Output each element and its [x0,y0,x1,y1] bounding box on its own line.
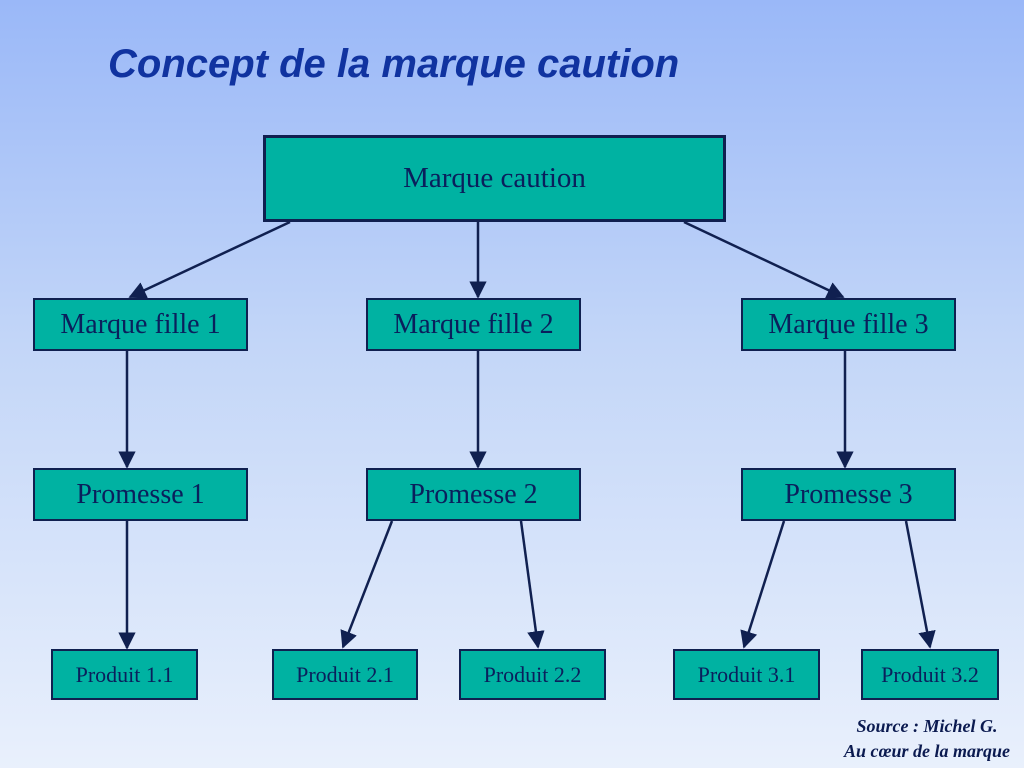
node-produit-2-1: Produit 2.1 [272,649,418,700]
node-promesse-1: Promesse 1 [33,468,248,521]
arrow-root-fille-3 [683,220,845,299]
node-marque-fille-2: Marque fille 2 [366,298,581,351]
node-produit-3-2: Produit 3.2 [861,649,999,700]
node-produit-1-1: Produit 1.1 [51,649,198,700]
node-produit-2-1-label: Produit 2.1 [296,661,394,687]
node-produit-2-2: Produit 2.2 [459,649,606,700]
node-produit-1-1-label: Produit 1.1 [75,661,174,687]
node-marque-fille-3: Marque fille 3 [741,298,956,351]
arrow-root-fille-1 [128,220,291,299]
arrow-promesse-2-produit-2-1 [340,520,394,649]
node-produit-3-1-label: Produit 3.1 [697,661,796,687]
node-promesse-3: Promesse 3 [741,468,956,521]
node-marque-fille-3-label: Marque fille 3 [768,308,929,340]
page-title: Concept de la marque caution [108,42,680,86]
source-line-book: Au cœur de la marque [843,741,1010,761]
node-marque-caution: Marque caution [263,135,726,222]
node-promesse-2: Promesse 2 [366,468,581,521]
arrow-promesse-3-produit-3-2 [904,520,936,649]
node-promesse-3-label: Promesse 3 [784,478,913,510]
arrow-promesse-2-produit-2-2 [519,520,545,649]
node-promesse-1-label: Promesse 1 [76,478,205,510]
node-produit-3-2-label: Produit 3.2 [881,661,979,687]
node-marque-fille-2-label: Marque fille 2 [393,308,554,340]
node-produit-2-2-label: Produit 2.2 [483,661,582,687]
arrow-promesse-3-produit-3-1 [740,520,786,649]
source-citation: Source : Michel G. Au cœur de la marque [844,714,1010,764]
node-marque-fille-1: Marque fille 1 [33,298,248,351]
node-produit-3-1: Produit 3.1 [673,649,820,700]
node-marque-fille-1-label: Marque fille 1 [60,308,221,340]
source-line-author: Source : Michel G. [856,716,998,736]
node-promesse-2-label: Promesse 2 [409,478,538,510]
node-marque-caution-label: Marque caution [403,162,586,194]
